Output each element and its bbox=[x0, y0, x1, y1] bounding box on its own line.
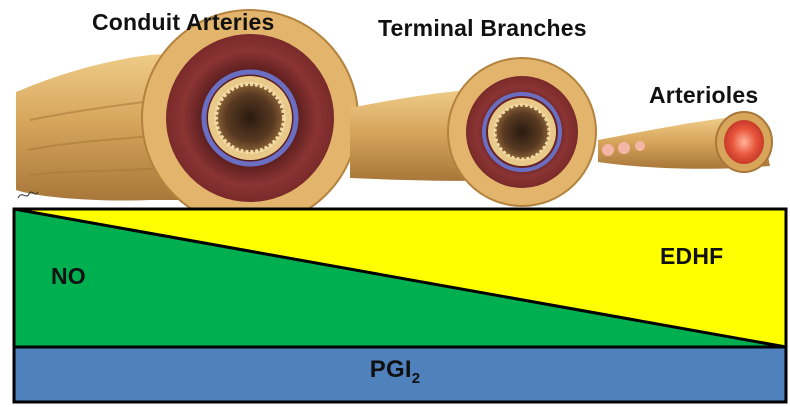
pgi2-subscript: 2 bbox=[412, 370, 421, 387]
no-label: NO bbox=[51, 263, 86, 290]
pgi2-base: PGI bbox=[370, 356, 412, 383]
conduit-arteries-label: Conduit Arteries bbox=[92, 9, 275, 36]
conduit-artery bbox=[16, 10, 358, 226]
terminal-branch bbox=[350, 58, 596, 206]
arterioles-label: Arterioles bbox=[649, 82, 758, 109]
edhf-label: EDHF bbox=[660, 243, 723, 270]
arteriole bbox=[598, 112, 772, 172]
terminal-branches-label: Terminal Branches bbox=[378, 15, 587, 42]
pgi2-label: PGI2 bbox=[0, 356, 790, 384]
